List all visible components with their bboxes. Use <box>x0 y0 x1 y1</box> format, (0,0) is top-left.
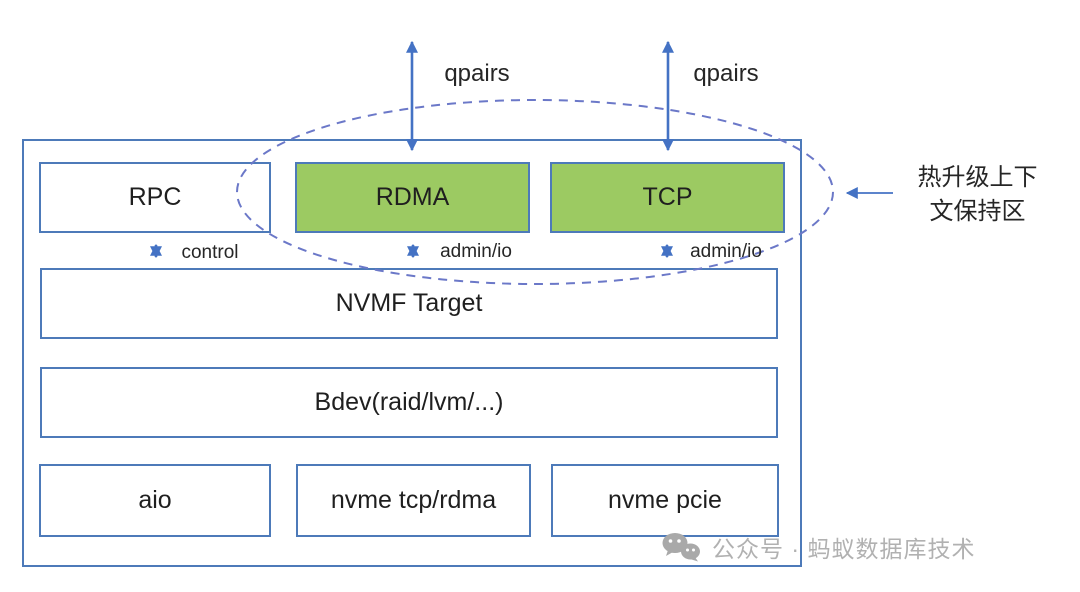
box-bdev: Bdev(raid/lvm/...) <box>40 367 778 438</box>
hot-upgrade-annotation: 热升级上下 文保持区 <box>880 161 1075 229</box>
box-nvme-pcie: nvme pcie <box>551 464 779 537</box>
box-rpc: RPC <box>39 162 271 233</box>
box-nvmf-target-label: NVMF Target <box>335 289 483 317</box>
wechat-icon <box>662 533 700 562</box>
box-rpc-label: RPC <box>128 183 182 211</box>
hot-upgrade-annotation-line1: 热升级上下 <box>917 164 1038 191</box>
admin-io-label-left: admin/io <box>440 241 512 262</box>
box-nvme-pcie-label: nvme pcie <box>608 486 722 514</box>
box-tcp-label: TCP <box>642 183 693 211</box>
admin-io-label-right: admin/io <box>690 241 762 262</box>
qpairs-label-left: qpairs <box>444 60 510 87</box>
box-rdma-label: RDMA <box>375 183 450 211</box>
hot-upgrade-annotation-line2: 文保持区 <box>929 198 1026 225</box>
box-bdev-label: Bdev(raid/lvm/...) <box>314 388 504 416</box>
box-tcp: TCP <box>550 162 785 233</box>
box-rdma: RDMA <box>295 162 530 233</box>
box-nvme-tcp-rdma-label: nvme tcp/rdma <box>330 486 497 514</box>
control-label: control <box>181 242 239 263</box>
watermark-text: 公众号 · 蚂蚁数据库技术 <box>712 536 976 562</box>
watermark: 公众号 · 蚂蚁数据库技术 <box>662 530 975 564</box>
box-aio: aio <box>39 464 271 537</box>
box-aio-label: aio <box>138 486 172 514</box>
box-nvmf-target: NVMF Target <box>40 268 778 339</box>
qpairs-label-right: qpairs <box>693 60 759 87</box>
box-nvme-tcp-rdma: nvme tcp/rdma <box>296 464 531 537</box>
